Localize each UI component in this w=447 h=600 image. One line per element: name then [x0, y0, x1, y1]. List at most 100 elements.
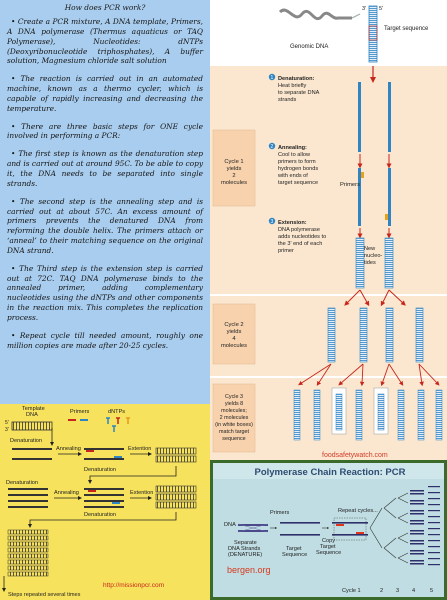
- dna-strand: [368, 5, 378, 63]
- template-dna-line: DNA: [26, 412, 38, 418]
- primer-mark: [361, 172, 364, 178]
- dna-strand: [293, 389, 301, 441]
- dna-strand: [84, 448, 124, 450]
- dna-strand: [435, 389, 443, 441]
- dna-strand: [388, 82, 391, 152]
- step-2-number: 2: [271, 144, 274, 150]
- dna-strand: [355, 237, 365, 289]
- step-1-line: strands: [278, 97, 297, 103]
- paragraph: • Create a PCR mixture, A DNA template, …: [7, 17, 203, 66]
- dna-strand: [8, 494, 48, 496]
- cycle-2-line: Cycle 2: [224, 322, 243, 328]
- steps-repeated-label: Steps repeated several times: [8, 592, 81, 598]
- step-3-badge: [268, 217, 276, 225]
- repeat-cycles-label: Repeat cycles...: [338, 508, 378, 514]
- paragraph: • Repeat cycle till needed amount, rough…: [7, 330, 203, 350]
- dna-strand: [8, 488, 48, 490]
- cycle-3-line: sequence: [222, 436, 245, 442]
- cycle-1-label-box: [212, 129, 256, 207]
- primer-mark: [86, 450, 94, 452]
- dna-strand: [358, 168, 361, 226]
- dna-strand: [385, 307, 394, 363]
- primer-mark: [356, 532, 364, 534]
- cycle-2-line: molecules: [221, 343, 247, 349]
- step-1-number: 1: [271, 75, 274, 81]
- denaturation-label: Denaturation: [6, 480, 38, 486]
- separate-line: DNA Strands: [228, 546, 261, 552]
- primer-mark: [385, 214, 388, 220]
- step-3-line: adds nucleotides to: [278, 234, 326, 240]
- dntps-label: dNTPs: [108, 409, 125, 415]
- dna-strand: [84, 494, 124, 496]
- denaturation-label: Denaturation: [84, 467, 116, 473]
- watermark-missionpcr: http://missionpcr.com: [103, 582, 165, 589]
- dna-strand: [84, 500, 124, 502]
- dna-strand: [397, 389, 405, 441]
- target-box: [333, 517, 367, 541]
- copy-target-line: Copy: [322, 538, 335, 544]
- cycle-axis-label: 2: [380, 588, 383, 594]
- step-2-title: Annealing:: [278, 145, 307, 151]
- prime-label: 5': [5, 420, 9, 426]
- dna-strand: [237, 523, 269, 533]
- step-2-line: target sequence: [278, 180, 318, 186]
- primers-label: Primers: [340, 182, 360, 188]
- step-3-number: 3: [271, 219, 274, 225]
- target-sequence-line: Target: [286, 546, 302, 552]
- separate-line: (DENATURE): [228, 552, 262, 558]
- dna-strand: [155, 455, 197, 463]
- pcr-summary-diagram: Polymerase Chain Reaction: PCR: [210, 460, 447, 600]
- dna-strand: [155, 501, 197, 509]
- pcr-cycle-diagram: Genomic DNA Target sequence 3' 5' 1 Dena…: [210, 5, 447, 460]
- cycle-1-line: molecules: [221, 180, 247, 186]
- new-nucleotides-line: New: [364, 246, 376, 252]
- paragraph: • The second step is the annealing step …: [7, 196, 203, 255]
- paragraph: • The reaction is carried out in an auto…: [7, 74, 203, 113]
- step-1-badge: [268, 73, 276, 81]
- step-2-line: primers to form: [278, 159, 316, 165]
- separate-line: Separate: [234, 540, 257, 546]
- watermark-foodsafetywatch: foodsafetywatch.com: [322, 452, 388, 459]
- watermark-bergen: bergen.org: [227, 565, 271, 575]
- cycle-2-line: yields: [227, 329, 242, 335]
- cycle-axis-label: Cycle 1: [342, 588, 361, 594]
- dna-strand: [327, 307, 336, 363]
- dna-strand: [84, 458, 124, 460]
- dna-strand: [155, 485, 197, 493]
- pcr-steps-diagram: Template DNA Primers dNTPs 5' 3' Denatur…: [0, 404, 210, 600]
- step-2-badge: [268, 142, 276, 150]
- dna-strand: [84, 488, 124, 490]
- dna-strand: [280, 534, 320, 536]
- primer-mark: [112, 502, 120, 504]
- dna-strand: [8, 500, 48, 502]
- step-2-line: with ends of: [277, 173, 308, 179]
- dna-strand: [332, 522, 368, 524]
- step-3-line: DNA polymerase: [278, 227, 320, 233]
- cycle-3-line: match target: [219, 429, 249, 435]
- template-dna-line: Template: [22, 406, 45, 412]
- extention-label: Extention: [128, 446, 151, 452]
- paragraph: • There are three basic steps for ONE cy…: [7, 121, 203, 141]
- dna-strand: [84, 506, 124, 508]
- cycle-axis-label: 4: [412, 588, 415, 594]
- cycle-axis-label: 5: [430, 588, 433, 594]
- dna-strand: [388, 168, 391, 226]
- cycle-3-line: Cycle 3: [225, 394, 243, 400]
- primer-mark: [114, 456, 122, 458]
- dna-strand: [12, 458, 52, 460]
- copy-target-line: Target: [320, 544, 336, 550]
- dna-strand: [280, 522, 320, 524]
- cycle-1-line: Cycle 1: [224, 159, 243, 165]
- summary-header: [213, 463, 444, 479]
- prime-label: 3': [5, 427, 9, 433]
- primers-label: Primers: [270, 510, 289, 516]
- copy-strands: [410, 490, 424, 565]
- summary-title: Polymerase Chain Reaction: PCR: [255, 467, 406, 478]
- annealing-label: Annealing: [56, 446, 81, 452]
- prime-label: 3': [362, 6, 366, 12]
- paragraph: • The Third step is the extension step i…: [7, 263, 203, 322]
- annealing-label: Annealing: [54, 490, 79, 496]
- new-nucleotides-line: tides: [364, 260, 376, 266]
- primer-mark: [88, 490, 96, 492]
- cycle-3-line: (in white boxes): [215, 422, 253, 428]
